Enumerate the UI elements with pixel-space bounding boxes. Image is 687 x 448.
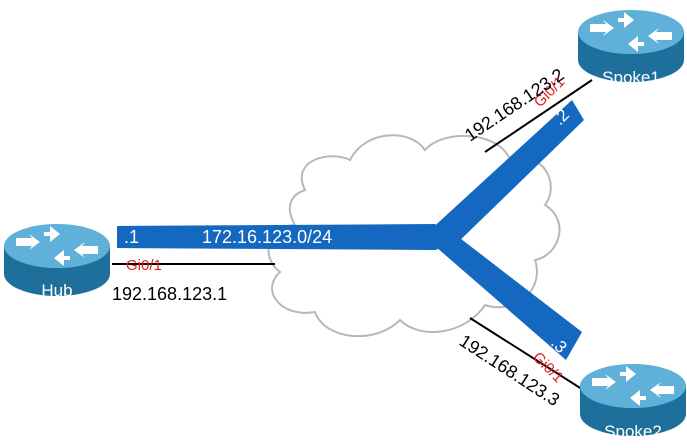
router-spoke1[interactable]: Spoke1: [578, 10, 684, 87]
hub-interface: Gi0/1: [126, 257, 162, 274]
tunnel-network-label: 172.16.123.0/24: [202, 227, 332, 247]
tunnel-shape: [117, 100, 584, 360]
router-spoke2[interactable]: Spoke2: [580, 364, 686, 441]
hub-name: Hub: [41, 281, 72, 300]
hub-ip: 192.168.123.1: [112, 284, 227, 304]
router-hub[interactable]: Hub: [4, 224, 110, 300]
hub-tunnel-host: .1: [124, 227, 139, 247]
spoke2-link: [469, 317, 597, 399]
spoke2-name: Spoke2: [604, 422, 662, 441]
spoke1-name: Spoke1: [602, 68, 660, 87]
spoke1-link: [484, 79, 593, 153]
